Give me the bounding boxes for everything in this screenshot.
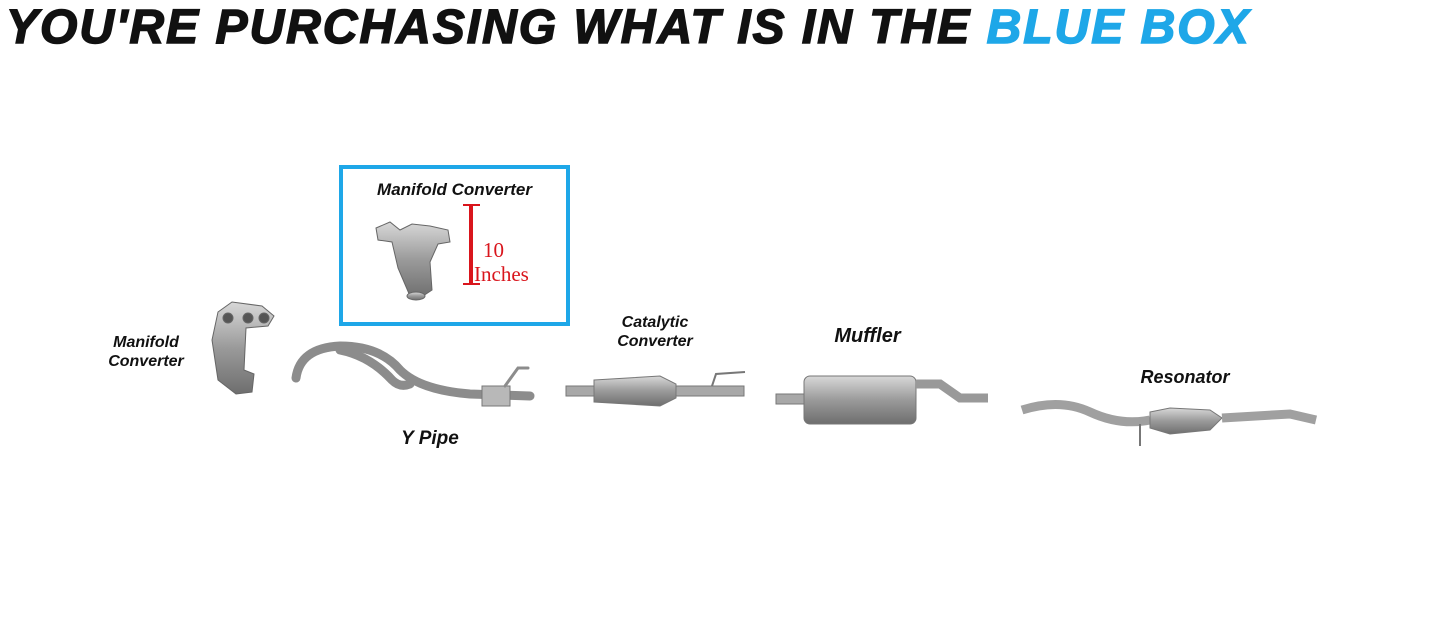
manifold-converter-part: [211, 301, 275, 395]
selected-part-box: [339, 165, 570, 326]
part-label-catalytic-converter: Catalytic Converter: [617, 314, 693, 351]
measure-value: 10: [483, 238, 504, 262]
resonator-part: [1020, 399, 1318, 446]
y-pipe-part: [291, 341, 535, 407]
title-prefix: YOU'RE PURCHASING WHAT IS IN THE: [5, 0, 972, 55]
muffler-part: [775, 375, 988, 425]
measure-unit: Inches: [474, 262, 529, 286]
title-highlight: BLUE BOX: [986, 0, 1251, 55]
part-label-muffler: Muffler: [834, 325, 901, 347]
part-label-manifold-converter: Manifold Converter: [108, 334, 184, 371]
catalytic-converter-part: [565, 371, 746, 407]
selected-part-label: Manifold Converter: [377, 180, 532, 199]
page-title: YOU'RE PURCHASING WHAT IS IN THE BLUE BO…: [5, 0, 1251, 55]
manifold-converter-image: [375, 221, 451, 301]
part-label-y-pipe: Y Pipe: [401, 428, 459, 449]
part-label-resonator: Resonator: [1140, 367, 1230, 387]
measure-bar: [463, 204, 480, 285]
